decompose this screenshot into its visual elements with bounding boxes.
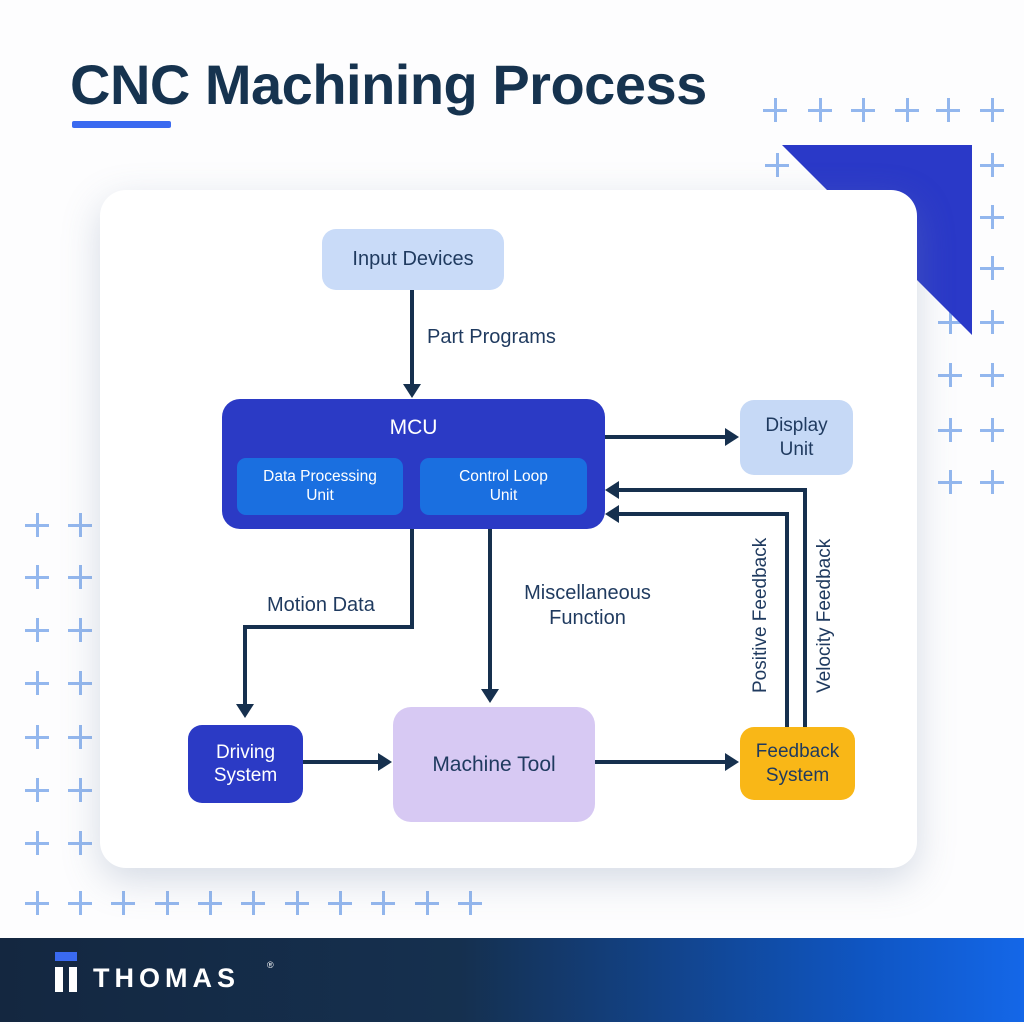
thomas-logo-bar-icon [69, 967, 77, 992]
node-input-devices: Input Devices [322, 229, 504, 290]
plus-icon [980, 418, 1004, 442]
plus-icon [68, 891, 92, 915]
page-title: CNC Machining Process [70, 53, 707, 116]
edge-positive-feedback-hline [619, 512, 789, 516]
plus-icon [25, 671, 49, 695]
node-driving-system-label: Driving System [213, 741, 278, 786]
node-control-loop-unit: Control Loop Unit [420, 458, 587, 515]
plus-icon [25, 618, 49, 642]
plus-icon [765, 153, 789, 177]
edge-positive-feedback-label: Positive Feedback [750, 537, 771, 694]
node-machine-tool-label: Machine Tool [432, 752, 556, 776]
plus-icon [895, 98, 919, 122]
plus-icon [938, 470, 962, 494]
node-input-devices-label: Input Devices [352, 248, 474, 271]
plus-icon [25, 891, 49, 915]
edge-mcu-display-arrowhead [725, 428, 739, 446]
plus-icon [25, 513, 49, 537]
edge-miscellaneous-label: Miscellaneous Function [524, 582, 651, 629]
node-display-unit-label: Display Unit [765, 415, 828, 460]
plus-icon [851, 98, 875, 122]
plus-icon [155, 891, 179, 915]
plus-icon [938, 363, 962, 387]
edge-machine-feedback-line [595, 760, 725, 764]
edge-positive-feedback-arrowhead [605, 505, 619, 523]
plus-icon [936, 98, 960, 122]
thomas-wordmark: THOMAS [93, 963, 240, 993]
plus-icon [938, 418, 962, 442]
thomas-logo-bar-icon [55, 967, 63, 992]
edge-driving-machine-arrowhead [378, 753, 392, 771]
plus-icon [938, 310, 962, 334]
edge-part-programs-line [410, 290, 414, 384]
edge-machine-feedback-arrowhead [725, 753, 739, 771]
thomas-logo-dash-icon [55, 952, 77, 961]
plus-icon [415, 891, 439, 915]
plus-icon [111, 891, 135, 915]
plus-icon [68, 618, 92, 642]
plus-icon [68, 778, 92, 802]
node-display-unit: Display Unit [740, 400, 853, 475]
plus-icon [68, 725, 92, 749]
edge-velocity-feedback-vline [803, 488, 807, 727]
plus-icon [980, 256, 1004, 280]
edge-miscellaneous-line [488, 529, 492, 689]
edge-motion-data-vline2 [243, 625, 247, 704]
plus-icon [285, 891, 309, 915]
node-mcu-label: MCU [389, 416, 438, 439]
plus-icon [763, 98, 787, 122]
plus-icon [980, 363, 1004, 387]
node-data-processing-unit: Data Processing Unit [237, 458, 403, 515]
plus-icon [980, 470, 1004, 494]
plus-icon [68, 513, 92, 537]
node-feedback-system: Feedback System [740, 727, 855, 800]
edge-motion-data-vline1 [410, 529, 414, 629]
edge-miscellaneous-arrowhead [481, 689, 499, 703]
plus-icon [980, 98, 1004, 122]
plus-icon [25, 565, 49, 589]
plus-icon [458, 891, 482, 915]
plus-icon [68, 565, 92, 589]
plus-icon [980, 205, 1004, 229]
node-control-loop-unit-label: Control Loop Unit [459, 467, 548, 504]
edge-velocity-feedback-label: Velocity Feedback [814, 538, 835, 693]
node-data-processing-unit-label: Data Processing Unit [263, 467, 377, 504]
node-feedback-system-label: Feedback System [755, 741, 840, 786]
plus-icon [25, 725, 49, 749]
node-driving-system: Driving System [188, 725, 303, 803]
plus-icon [980, 153, 1004, 177]
plus-icon [198, 891, 222, 915]
edge-motion-data-hline [243, 625, 414, 629]
plus-icon [371, 891, 395, 915]
title-underline [72, 121, 171, 128]
edge-part-programs-arrowhead [403, 384, 421, 398]
edge-velocity-feedback-arrowhead [605, 481, 619, 499]
edge-mcu-display-line [605, 435, 725, 439]
plus-icon [68, 831, 92, 855]
plus-icon [328, 891, 352, 915]
plus-icon [25, 778, 49, 802]
edge-part-programs-label: Part Programs [427, 326, 556, 348]
edge-velocity-feedback-hline [619, 488, 807, 492]
plus-icon [808, 98, 832, 122]
plus-icon [68, 671, 92, 695]
footer-bar: THOMAS ® [0, 938, 1024, 1022]
plus-icon [25, 831, 49, 855]
edge-positive-feedback-vline [785, 512, 789, 727]
plus-icon [980, 310, 1004, 334]
edge-motion-data-arrowhead [236, 704, 254, 718]
edge-motion-data-label: Motion Data [267, 594, 375, 616]
edge-driving-machine-line [303, 760, 378, 764]
node-machine-tool: Machine Tool [393, 707, 595, 822]
registered-trademark-symbol: ® [267, 960, 274, 970]
plus-icon [241, 891, 265, 915]
